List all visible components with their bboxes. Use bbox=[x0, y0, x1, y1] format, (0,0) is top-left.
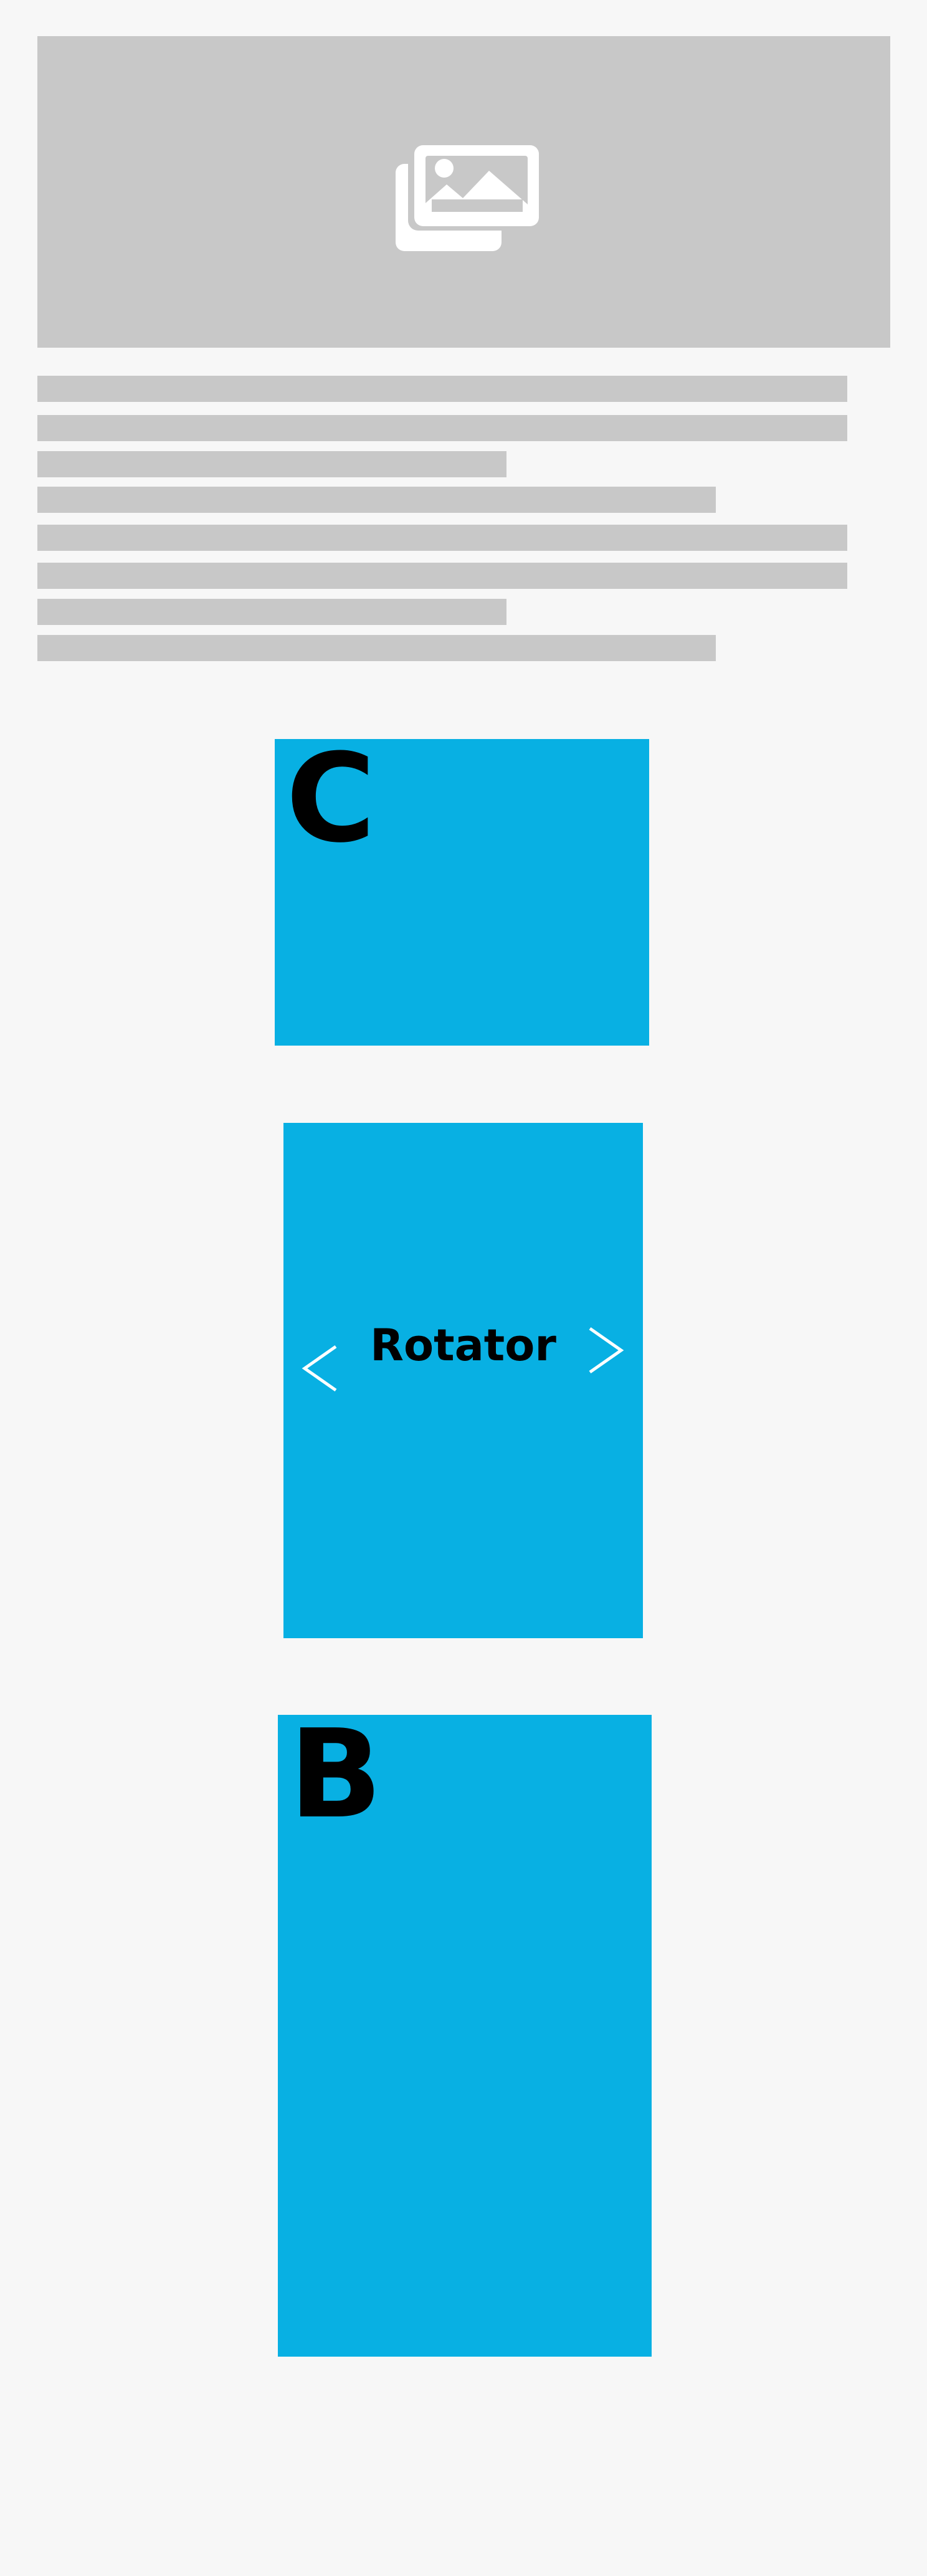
panel-c: C bbox=[275, 728, 649, 1046]
rotator-title: Rotator bbox=[370, 1320, 556, 1371]
chevron-right-icon[interactable] bbox=[587, 1326, 625, 1375]
text-line bbox=[37, 525, 847, 551]
text-line bbox=[37, 635, 716, 661]
panel-b: B bbox=[278, 1704, 652, 2357]
chevron-left-icon[interactable] bbox=[301, 1344, 338, 1393]
text-line bbox=[37, 451, 506, 477]
text-line bbox=[37, 563, 847, 589]
panel-c-label: C bbox=[286, 728, 376, 870]
panel-b-label: B bbox=[289, 1704, 383, 1846]
text-line bbox=[37, 376, 847, 402]
text-line bbox=[37, 599, 506, 625]
rotator: Rotator bbox=[283, 1123, 643, 1638]
text-line bbox=[37, 487, 716, 513]
text-line bbox=[37, 415, 847, 441]
hero-image-placeholder bbox=[37, 36, 890, 348]
image-gallery-icon bbox=[396, 142, 539, 251]
